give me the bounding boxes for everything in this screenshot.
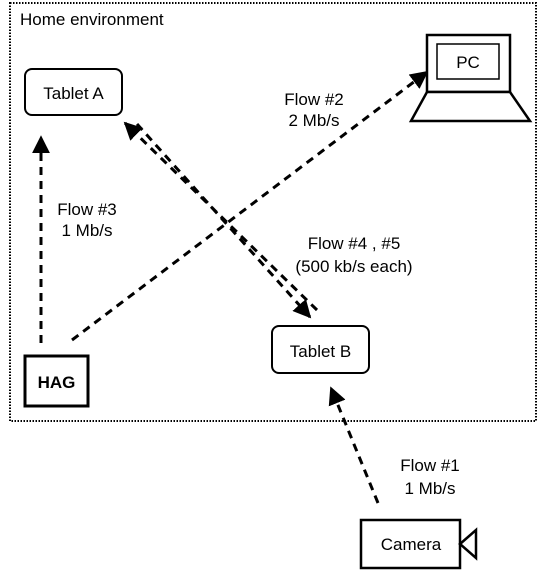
tablet-b-node: Tablet B xyxy=(271,325,370,374)
flow-3-name: Flow #3 xyxy=(57,200,117,219)
flow-1-label: Flow #1 1 Mb/s xyxy=(400,456,460,498)
pc-laptop-icon: PC xyxy=(408,33,533,123)
home-environment-label: Home environment xyxy=(20,10,164,29)
flow-1-name: Flow #1 xyxy=(400,456,460,475)
hag-node: HAG xyxy=(23,354,90,408)
flow-45-rate: (500 kb/s each) xyxy=(295,257,412,276)
tablet-a-node: Tablet A xyxy=(24,68,123,116)
flow-45-label: Flow #4 , #5 (500 kb/s each) xyxy=(295,234,412,276)
flow-2-arrow xyxy=(71,70,429,342)
home-environment-boundary xyxy=(9,2,537,422)
camera-lens-icon xyxy=(458,527,478,561)
flow-1-arrow xyxy=(328,386,380,504)
flow-45-name: Flow #4 , #5 xyxy=(308,234,401,253)
camera-label: Camera xyxy=(381,535,442,554)
tablet-a-label: Tablet A xyxy=(43,84,104,103)
flow-3-rate: 1 Mb/s xyxy=(61,221,112,240)
flow-5-arrow xyxy=(123,121,319,312)
flow-3-label: Flow #3 1 Mb/s xyxy=(57,200,117,240)
camera-node: Camera xyxy=(359,518,478,570)
tablet-b-label: Tablet B xyxy=(290,342,351,361)
flow-2-label: Flow #2 2 Mb/s xyxy=(284,90,344,130)
flow-2-rate: 2 Mb/s xyxy=(288,111,339,130)
flow-2-name: Flow #2 xyxy=(284,90,344,109)
pc-label: PC xyxy=(456,53,480,72)
flow-1-rate: 1 Mb/s xyxy=(404,479,455,498)
hag-label: HAG xyxy=(38,373,76,392)
